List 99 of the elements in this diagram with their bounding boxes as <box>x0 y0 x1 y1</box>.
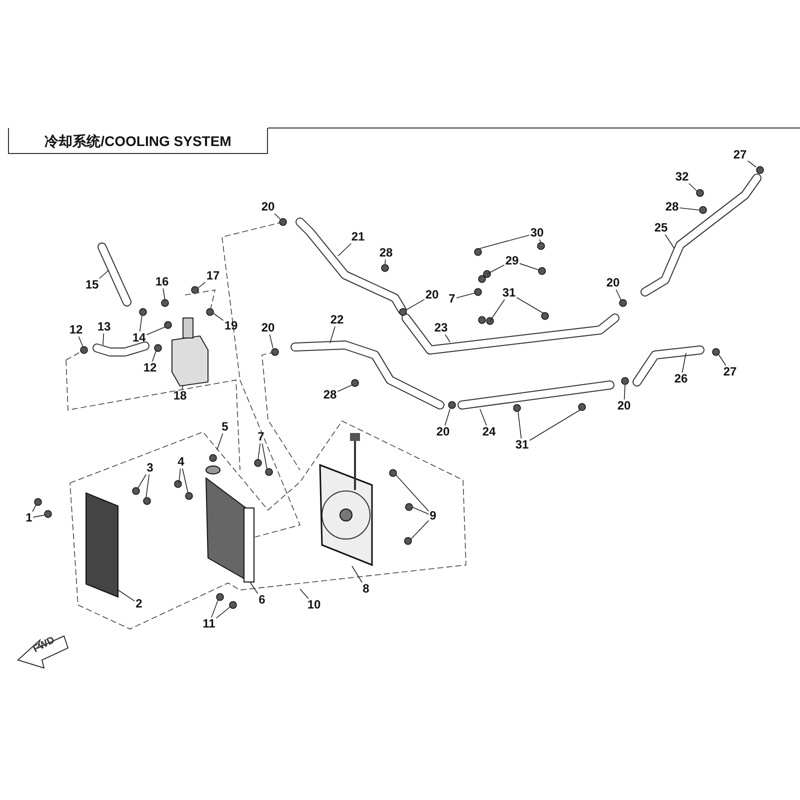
callout-number: 13 <box>96 320 112 334</box>
leader-line <box>444 334 450 342</box>
leader-line <box>338 243 352 256</box>
callout-number: 32 <box>674 170 690 184</box>
callout-number: 2 <box>134 598 144 610</box>
callout-number: 15 <box>84 278 100 292</box>
callout-number: 28 <box>664 200 680 214</box>
callout-number: 12 <box>142 362 158 374</box>
callout-number: 31 <box>501 286 517 300</box>
leader-line <box>682 352 686 373</box>
leader-line <box>102 333 104 346</box>
leader-line <box>444 408 450 426</box>
leader-line <box>32 504 36 512</box>
leader-line <box>337 384 352 392</box>
leader-line <box>212 312 224 321</box>
leader-line <box>262 443 268 470</box>
leader-line <box>410 520 430 540</box>
leader-line <box>679 207 700 210</box>
leader-line <box>664 234 674 248</box>
callout-number: 25 <box>653 222 669 234</box>
callout-number: 3 <box>146 462 154 474</box>
callout-number: 7 <box>448 292 456 306</box>
leader-line <box>98 270 110 279</box>
callout-number: 4 <box>176 456 186 468</box>
leader-line <box>198 282 206 288</box>
leader-line <box>146 474 150 498</box>
leader-line <box>162 288 166 300</box>
leader-line <box>624 384 626 400</box>
leader-line <box>250 582 258 594</box>
callout-number: 27 <box>722 366 738 378</box>
callout-number: 7 <box>256 430 266 444</box>
leader-line <box>519 263 540 270</box>
leader-line <box>78 336 84 348</box>
callout-number: 8 <box>362 582 370 596</box>
leader-line <box>139 314 142 332</box>
callout-number: 18 <box>172 390 188 402</box>
leader-line <box>718 354 726 366</box>
leader-line <box>258 443 261 460</box>
leader-line <box>518 410 522 439</box>
leader-line <box>396 474 430 512</box>
callout-number: 20 <box>260 200 276 214</box>
callout-number: 14 <box>131 332 147 344</box>
leader-line <box>178 468 181 484</box>
callout-number: 17 <box>205 270 221 282</box>
leader-line <box>688 183 698 192</box>
leader-line <box>747 160 756 168</box>
leader-line <box>352 566 362 583</box>
callout-number: 1 <box>24 512 34 524</box>
leader-line <box>412 506 430 515</box>
callout-number: 5 <box>220 420 230 434</box>
page-title: 冷却系统/COOLING SYSTEM <box>8 128 268 154</box>
leader-line <box>330 326 336 344</box>
callout-number: 28 <box>378 246 394 260</box>
callout-number: 23 <box>433 322 449 334</box>
callout-number: 6 <box>258 594 266 606</box>
callout-number: 28 <box>322 388 338 402</box>
callout-number: 31 <box>514 438 530 452</box>
leader-line <box>216 606 230 618</box>
leader-line <box>480 408 487 426</box>
callout-number: 11 <box>202 618 216 630</box>
callout-number: 16 <box>154 276 170 288</box>
leader-line <box>406 299 425 310</box>
leader-line <box>182 386 184 390</box>
leader-line <box>516 297 544 314</box>
callout-number: 21 <box>350 230 366 244</box>
leader-line <box>616 289 622 300</box>
leader-line <box>478 234 530 250</box>
leader-line <box>216 433 224 450</box>
callout-number: 12 <box>68 324 84 336</box>
leader-line <box>211 600 218 618</box>
callout-number: 9 <box>428 510 438 522</box>
leader-line <box>384 259 386 264</box>
callout-number: 20 <box>435 426 451 438</box>
callout-number: 26 <box>673 372 689 386</box>
leader-line <box>486 264 505 274</box>
leader-line <box>182 468 188 494</box>
callout-number: 20 <box>260 322 276 334</box>
leader-line <box>529 410 580 441</box>
leader-line <box>490 299 505 322</box>
leader-line <box>146 326 166 336</box>
callout-number: 20 <box>424 288 440 302</box>
leader-line <box>456 292 476 298</box>
callout-number: 20 <box>605 276 621 290</box>
callout-number: 10 <box>306 598 322 612</box>
leader-line <box>274 213 280 220</box>
leader-line <box>118 590 136 602</box>
leader-line <box>32 514 46 518</box>
callout-number: 20 <box>616 400 632 412</box>
leader-line <box>269 334 274 348</box>
callout-number: 30 <box>529 226 545 240</box>
leader-line <box>138 474 146 488</box>
callout-number: 19 <box>223 320 239 332</box>
leader-line <box>539 239 542 244</box>
leader-line <box>300 588 309 599</box>
leader-line <box>152 350 156 362</box>
callout-number: 29 <box>504 254 520 268</box>
callout-number: 27 <box>732 148 748 162</box>
callout-number: 22 <box>329 314 345 326</box>
callout-number: 24 <box>481 426 497 438</box>
